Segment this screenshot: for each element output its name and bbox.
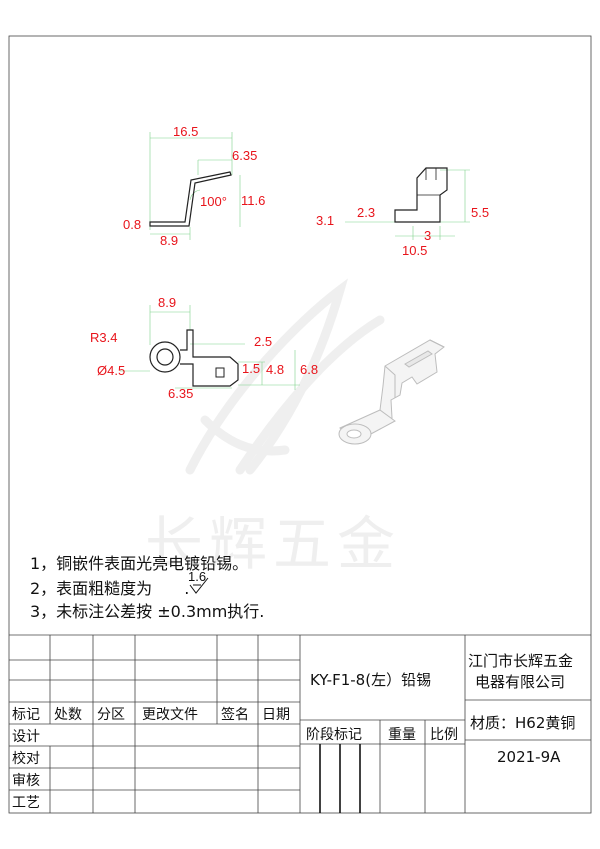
role-design: 设计 [12,729,40,745]
header-change-doc: 更改文件 [142,707,198,723]
title-block-grid [9,634,591,813]
header-zone: 分区 [97,707,125,723]
roughness-value: 1.6 [188,569,206,584]
note-2: 2，表面粗糙度为. [30,575,189,599]
dim-4-8: 4.8 [266,362,284,377]
role-review: 审核 [12,773,40,789]
note-2-text: 2，表面粗糙度为 [30,579,153,598]
header-mark: 标记 [12,707,40,723]
isometric-view [338,339,445,445]
header-weight: 重量 [388,727,416,743]
watermark-text: 长辉五金 [145,510,402,578]
header-signature: 签名 [221,707,249,723]
tab-body [180,329,239,387]
roughness-symbol [189,577,209,594]
dim-angle-100: 100° [200,194,227,209]
side-view [149,132,241,240]
note-2-end: . [184,579,190,598]
dim-dia-4-5: Ø4.5 [97,363,125,378]
dim-2-5: 2.5 [254,334,272,349]
dim-r3-4: R3.4 [90,330,117,345]
role-check: 校对 [12,751,40,767]
dim-1-5: 1.5 [242,361,260,376]
background-logo-mark [185,278,385,475]
end-view-outline [394,167,448,223]
part-name: KY-F1-8(左）铅锡 [310,671,432,689]
header-stage-mark: 阶段标记 [306,727,362,743]
dim-11-6: 11.6 [241,193,265,208]
note-3: 3，未标注公差按 ±0.3mm执行. [30,602,265,621]
header-scale: 比例 [430,727,458,743]
end-view [345,167,470,240]
top-view [120,305,300,390]
dim-8-9-side: 8.9 [160,233,178,248]
role-process: 工艺 [12,795,40,811]
drawing-date: 2021-9A [497,748,561,766]
header-count: 处数 [54,707,82,723]
dim-0-8: 0.8 [123,217,141,232]
dim-8-9-top: 8.9 [158,295,176,310]
dim-3-1: 3.1 [316,213,334,228]
dim-6-35: 6.35 [232,148,257,163]
dim-2-3: 2.3 [357,205,375,220]
company-line-2: 电器有限公司 [475,673,566,691]
material: 材质：H62黄铜 [470,714,576,732]
dim-6-35-top: 6.35 [168,386,193,401]
side-view-outline [149,171,232,227]
dim-3: 3 [424,228,431,243]
ring-hole [156,348,174,366]
title-block-thick-lines [319,744,361,813]
company-line-1: 江门市长辉五金 [468,652,574,670]
tab-slot [215,367,225,378]
dim-16-5: 16.5 [173,124,198,139]
note-1: 1，铜嵌件表面光亮电镀铅锡。 [30,554,249,573]
dim-10-5: 10.5 [402,243,427,258]
dim-5-5: 5.5 [471,205,489,220]
dim-6-8: 6.8 [300,362,318,377]
ring-outer [149,341,181,373]
header-date: 日期 [262,707,290,723]
